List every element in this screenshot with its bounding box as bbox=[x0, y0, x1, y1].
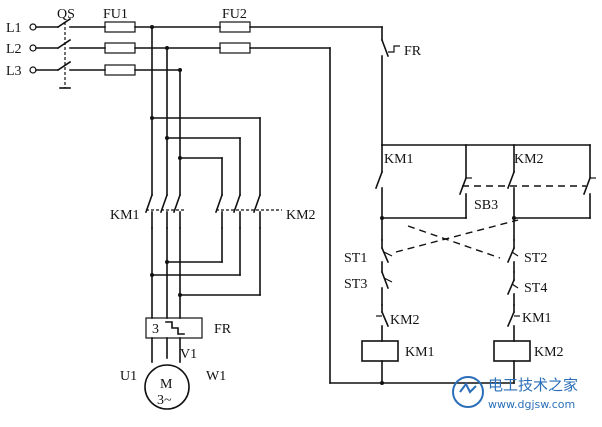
label-l2: L2 bbox=[6, 42, 22, 57]
thermal-relay-fr: 3 FR bbox=[145, 317, 232, 363]
label-km1-seal: KM1 bbox=[384, 152, 414, 167]
label-km2-interlock: KM2 bbox=[390, 313, 420, 328]
label-sb3: SB3 bbox=[474, 198, 498, 213]
label-fr-nc: FR bbox=[404, 44, 422, 59]
fuse-fu1-l1 bbox=[104, 21, 136, 33]
motor-feed-wiring bbox=[150, 227, 261, 319]
motor-phase-label: 3~ bbox=[157, 393, 172, 408]
terminal-l2 bbox=[29, 44, 37, 52]
label-fu1: FU1 bbox=[103, 7, 128, 22]
label-km2-main: KM2 bbox=[286, 208, 316, 223]
watermark-brand: 电工技术之家 bbox=[488, 376, 578, 394]
terminal-u1-label: U1 bbox=[120, 369, 137, 384]
motor-label: M bbox=[160, 377, 173, 392]
label-st1: ST1 bbox=[344, 251, 367, 266]
power-supply-lines: L1 L2 L3 QS FU1 FU2 bbox=[6, 7, 383, 384]
label-km1-main: KM1 bbox=[110, 208, 140, 223]
fuse-fu1-l3 bbox=[104, 64, 136, 76]
label-km1-interlock: KM1 bbox=[522, 311, 552, 326]
fuse-fu1-l2 bbox=[104, 42, 136, 54]
label-l3: L3 bbox=[6, 64, 22, 79]
terminal-v1-label: V1 bbox=[180, 347, 197, 362]
label-km2-seal: KM2 bbox=[514, 152, 544, 167]
watermark-url: www.dgjsw.com bbox=[488, 398, 575, 411]
main-contacts: KM1 KM2 bbox=[110, 193, 316, 229]
label-km2-coil: KM2 bbox=[534, 345, 564, 360]
label-st3: ST3 bbox=[344, 277, 367, 292]
label-fr-relay: FR bbox=[214, 322, 232, 337]
motor: M 3~ U1 V1 W1 bbox=[120, 347, 226, 410]
coil-km1 bbox=[361, 340, 399, 362]
label-l1: L1 bbox=[6, 21, 22, 36]
fr-pole-count: 3 bbox=[152, 322, 159, 337]
phase-verticals bbox=[150, 25, 261, 196]
fuse-fu2-b bbox=[219, 42, 251, 54]
label-fu2: FU2 bbox=[222, 7, 247, 22]
label-qs: QS bbox=[57, 7, 75, 22]
label-st2: ST2 bbox=[524, 251, 547, 266]
control-circuit: FR KM1 KM2 SB3 ST1 S bbox=[329, 26, 596, 385]
coil-km2 bbox=[493, 340, 531, 362]
terminal-l1 bbox=[29, 23, 37, 31]
watermark-logo-icon bbox=[452, 376, 484, 408]
terminal-w1-label: W1 bbox=[206, 369, 226, 384]
motor-symbol bbox=[144, 364, 190, 410]
terminal-l3 bbox=[29, 66, 37, 74]
label-st4: ST4 bbox=[524, 281, 547, 296]
fuse-fu2-a bbox=[219, 21, 251, 33]
label-km1-coil: KM1 bbox=[405, 345, 435, 360]
watermark: 电工技术之家 www.dgjsw.com bbox=[452, 376, 578, 411]
